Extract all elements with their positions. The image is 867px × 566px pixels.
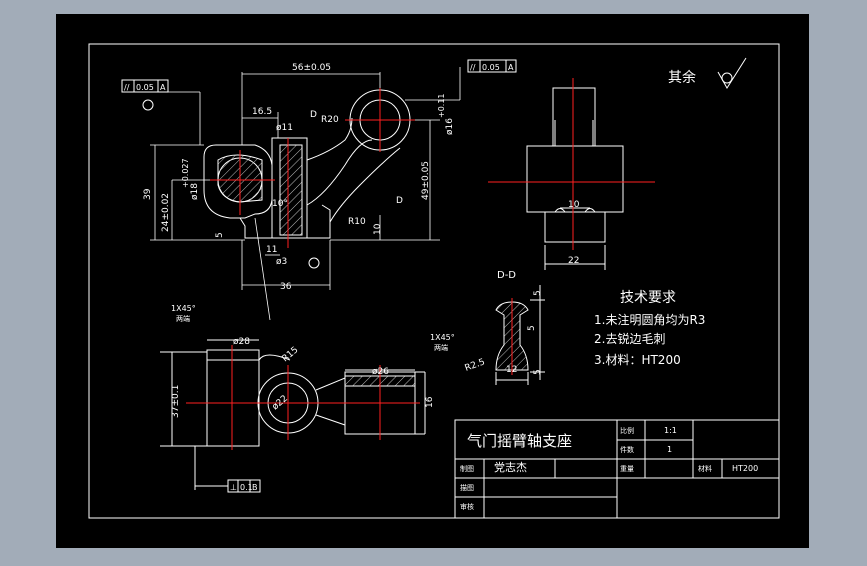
label-d-right: D [396,196,403,206]
section-dim-12: 12 [506,365,517,375]
dim-10-deg: 10° [272,199,288,209]
weight-label: 重量 [620,465,634,473]
bottom-dim-16: 16 [425,396,435,408]
chamfer-left-sub: 两端 [176,314,190,323]
drawn-name: 党志杰 [494,461,527,474]
dim-16: ø16 [445,118,455,135]
drawing-sheet [56,14,809,548]
material-label: 材料 [698,464,712,473]
material-value: HT200 [732,464,758,473]
drawn-label: 制图 [460,464,474,473]
section-dim-5a: 5 [533,290,543,296]
tol-top-right-datum: A [508,63,514,72]
tol-top-left-datum: A [160,83,166,92]
tech-req-title: 技术要求 [620,290,676,306]
dim-11: ø11 [276,123,293,133]
dim-5: 5 [215,232,225,238]
dim-36: 36 [280,282,292,292]
part-name: 气门摇臂轴支座 [467,432,572,450]
label-d-top: D [310,110,317,120]
dim-r10: R10 [348,217,366,227]
side-dim-10: 10 [568,200,580,210]
draft-label: 描图 [460,483,474,492]
front-view-dimensions [122,67,461,321]
dim-18: ø18 [190,183,200,200]
tol-top-left-val: 0.05 [136,83,154,92]
dim-24: 24±0.02 [161,193,171,232]
title-block [454,419,780,519]
dim-18-tol: +0.027 [181,158,190,188]
tol-bottom-sym: ⊥ [230,483,237,492]
chamfer-right-sub: 两端 [434,343,448,352]
bottom-dim-28: ø28 [233,337,250,347]
center-lines [186,78,655,450]
section-dim-5b: 5 [527,325,537,331]
qty-value: 1 [667,445,672,454]
side-view [526,87,624,270]
dim-16-5: 16.5 [252,107,272,117]
tol-top-right-sym: // [470,63,476,72]
dim-11b: 11 [266,245,277,255]
tech-req-item-3: 3.材料：HT200 [594,353,681,367]
tol-bottom-val: 0.1 [240,483,253,492]
tol-bottom-datum: B [252,483,258,492]
scale-value: 1:1 [664,426,677,435]
dim-56: 56±0.05 [292,63,331,73]
dim-r20: R20 [321,115,339,125]
side-dim-22: 22 [568,256,579,266]
bottom-dim-26: ø26 [372,367,389,377]
tech-req-item-2: 2.去锐边毛刺 [594,332,665,346]
dim-39: 39 [143,188,153,200]
check-label: 审核 [460,502,474,511]
dim-3: ø3 [276,257,287,267]
tol-top-left-sym: // [124,83,130,92]
dim-49: 49±0.05 [421,161,431,200]
chamfer-right: 1X45° [430,333,455,342]
roughness-symbol [717,57,747,89]
scale-label: 比例 [620,426,634,435]
roughness-note: 其余 [668,69,696,86]
qty-label: 件数 [620,445,634,454]
dim-16-tol: +0.11 [437,93,446,118]
dim-10: 10 [373,223,383,235]
section-dim-5c: 5 [533,369,543,375]
tech-req-item-1: 1.未注明圆角均为R3 [594,312,705,327]
chamfer-left: 1X45° [171,304,196,313]
section-label: D-D [497,270,516,281]
bottom-dim-37: 37±0.1 [171,385,181,418]
drawing-border [88,43,780,519]
tol-top-right-val: 0.05 [482,63,500,72]
